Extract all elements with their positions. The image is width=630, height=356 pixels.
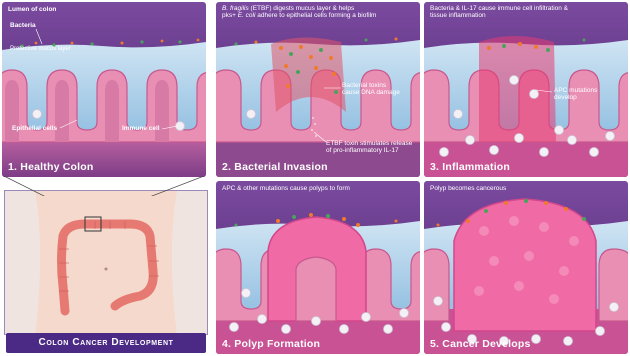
panel-bacterial-invasion: B. fragilis (ETBF) digests mucus layer &… — [216, 2, 420, 177]
header-text-2a: pks+ — [222, 12, 238, 19]
inflamed-region — [479, 36, 556, 142]
header-panel-5: Polyp becomes cancerous — [430, 185, 510, 192]
caption-panel-4: 4. Polyp Formation — [222, 338, 320, 350]
cancer-develops-illustration — [424, 181, 628, 354]
panel-5-number: 5. — [430, 338, 439, 350]
panel-inflammation: Bacteria & IL-17 cause immune cell infil… — [424, 2, 628, 177]
abdomen-illustration — [5, 191, 207, 334]
panel-polyp-formation: APC & other mutations cause polyps to fo… — [216, 181, 420, 354]
panel-2-name: Bacterial Invasion — [234, 161, 327, 173]
immune-cell — [247, 110, 256, 119]
annotation-il17: ETBF toxin stimulates release of pro-inf… — [326, 140, 418, 155]
title-banner: Colon Cancer Development — [6, 333, 206, 353]
zoom-lines — [0, 176, 206, 196]
header-panel-3: Bacteria & IL-17 cause immune cell infil… — [430, 5, 580, 20]
annotation-dna-damage: Bacterial toxins cause DNA damage — [342, 82, 402, 97]
label-epithelial: Epithelial cells — [12, 125, 57, 132]
panel-2-number: 2. — [222, 161, 231, 173]
header-italic-b-fragilis: B. fragilis — [222, 5, 249, 12]
panel-4-name: Polyp Formation — [234, 338, 320, 350]
header-text-1: (ETBF) digests mucus layer & helps — [249, 5, 354, 12]
header-italic-e-coli: E. coli — [238, 12, 256, 19]
immune-cell — [33, 110, 42, 119]
body-illustration-frame — [4, 190, 208, 335]
panel-3-number: 3. — [430, 161, 439, 173]
panel-5-name: Cancer Develops — [442, 338, 530, 350]
navel — [105, 268, 108, 271]
label-bacteria: Bacteria — [10, 22, 36, 29]
header-text-2b: adhere to epithelial cells forming a bio… — [255, 12, 376, 19]
panel-cancer-develops: Polyp becomes cancerous 5. Cancer Develo… — [424, 181, 628, 354]
panel-4-number: 4. — [222, 338, 231, 350]
panel-1-name: Healthy Colon — [20, 161, 93, 173]
annotation-apc-mutations: APC mutations develop — [554, 87, 604, 102]
label-immune: Immune cell — [122, 125, 160, 132]
caption-panel-5: 5. Cancer Develops — [430, 338, 531, 350]
caption-panel-1: 1. Healthy Colon — [8, 161, 94, 173]
header-panel-4: APC & other mutations cause polyps to fo… — [222, 185, 412, 192]
panel-1-number: 1. — [8, 161, 17, 173]
caption-panel-3: 3. Inflammation — [430, 161, 510, 173]
panel-healthy-colon: Lumen of colon Bacteria Protective mucus… — [2, 2, 206, 177]
polyp-formation-illustration — [216, 181, 420, 354]
panel-3-name: Inflammation — [442, 161, 510, 173]
label-lumen: Lumen of colon — [8, 6, 56, 13]
label-mucus: Protective mucus layer — [10, 46, 71, 53]
cancerous-tumor — [454, 199, 596, 331]
caption-panel-2: 2. Bacterial Invasion — [222, 161, 328, 173]
header-panel-2: B. fragilis (ETBF) digests mucus layer &… — [222, 5, 416, 20]
